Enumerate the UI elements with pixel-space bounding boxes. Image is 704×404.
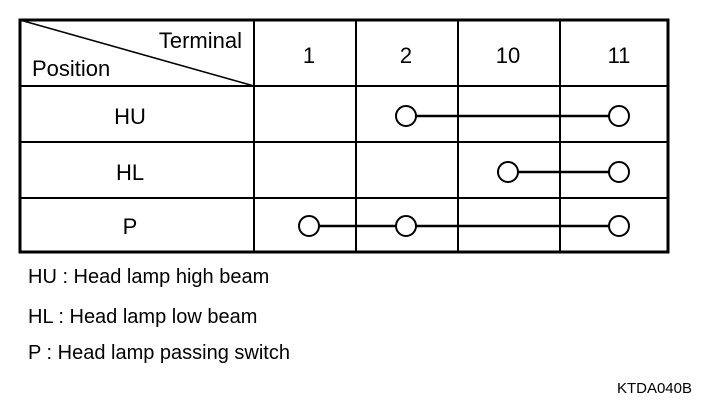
table-grid: [18, 18, 670, 254]
terminal-header-11: 11: [608, 43, 631, 68]
position-row-hl: HL: [116, 160, 630, 185]
terminal-header-1: 1: [303, 43, 315, 68]
legend-hu: HU : Head lamp high beam: [28, 266, 270, 288]
position-label: P: [123, 214, 138, 239]
terminal-header-10: 10: [496, 43, 520, 68]
figure-code: KTDA040B: [616, 380, 692, 397]
connection-point-11: [608, 105, 630, 127]
legend-hl: HL : Head lamp low beam: [28, 306, 258, 328]
table-rows: HU HL P: [114, 104, 630, 239]
position-row-p: P: [123, 214, 630, 239]
position-row-hu: HU: [114, 104, 630, 129]
connection-point-1: [298, 215, 320, 237]
position-label: HU: [114, 104, 146, 129]
corner-label-terminal: Terminal: [159, 28, 242, 53]
terminal-header-2: 2: [400, 43, 412, 68]
corner-diagonal: [19, 19, 255, 87]
table-border: [18, 18, 670, 254]
connection-point-2: [395, 105, 417, 127]
connection-point-10: [497, 161, 519, 183]
corner-label-position: Position: [32, 56, 110, 81]
position-label: HL: [116, 160, 144, 185]
connection-point-11: [608, 161, 630, 183]
connection-point-11: [608, 215, 630, 237]
legend-p: P : Head lamp passing switch: [28, 342, 290, 364]
connection-point-2: [395, 215, 417, 237]
